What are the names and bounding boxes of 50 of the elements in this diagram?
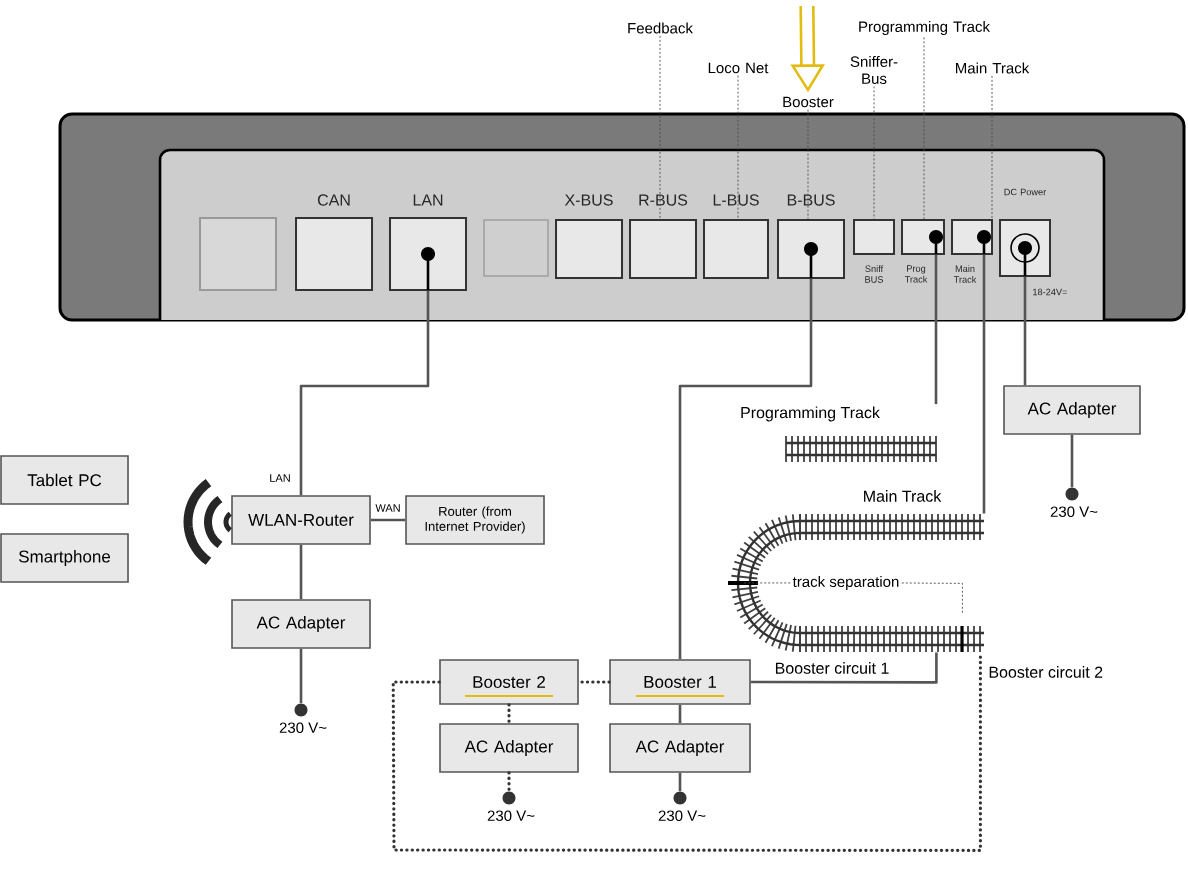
adapter-box: AC Adapter: [609, 723, 751, 773]
adapter-box: AC Adapter: [231, 599, 371, 649]
node-label: R-BUS: [639, 194, 688, 206]
edge-label: Booster circuit 2: [986, 664, 1106, 680]
connector-line: [370, 518, 406, 522]
adapter-box: AC Adapter: [1003, 385, 1141, 435]
device-box: Smartphone: [0, 533, 129, 583]
node-label: LAN: [413, 194, 443, 206]
node-label: B-BUS: [787, 194, 835, 206]
leader-line: [807, 109, 809, 220]
port: LAN: [389, 194, 467, 291]
leader-line: [991, 75, 993, 220]
track-drawing: Programming Track: [741, 406, 937, 463]
connector-line: [934, 255, 938, 405]
connector-line: [577, 680, 611, 684]
connector-line: [299, 291, 430, 496]
leader-line: [873, 85, 875, 220]
booster-box: Booster 1: [609, 659, 751, 705]
connector-line: [750, 652, 938, 684]
port: CAN: [295, 194, 373, 291]
leader-line: [743, 582, 791, 584]
leader-line: [901, 582, 963, 615]
connector-line: [507, 703, 511, 725]
connector-line: [678, 772, 682, 792]
connector-line: [391, 650, 982, 852]
leader-line: [737, 75, 739, 220]
edge-label: Booster circuit 1: [772, 660, 892, 676]
port: X-BUS: [555, 194, 623, 279]
device-box: Tablet PC: [0, 455, 129, 505]
socket: [199, 217, 277, 291]
node-label: X-BUS: [564, 194, 613, 206]
socket: [483, 219, 549, 277]
port: R-BUS: [629, 194, 697, 279]
connector-line: [507, 771, 511, 793]
connector-line: [1023, 277, 1027, 386]
connector-line: [982, 255, 986, 514]
connector-line: [1070, 434, 1074, 488]
router-box: WLAN-Router: [231, 495, 371, 545]
connector-line: [678, 704, 682, 724]
connector-line: [299, 544, 303, 600]
booster-box: Booster 2: [439, 659, 579, 705]
port: L-BUS: [703, 194, 769, 279]
leader-line: [659, 35, 661, 220]
connector-line: [299, 648, 303, 704]
leader-line: [923, 36, 925, 220]
node-label: L-BUS: [713, 194, 759, 206]
port: B-BUS: [777, 194, 845, 279]
connector-line: [678, 279, 813, 660]
node-label: CAN: [317, 194, 350, 206]
adapter-box: AC Adapter: [439, 723, 579, 773]
